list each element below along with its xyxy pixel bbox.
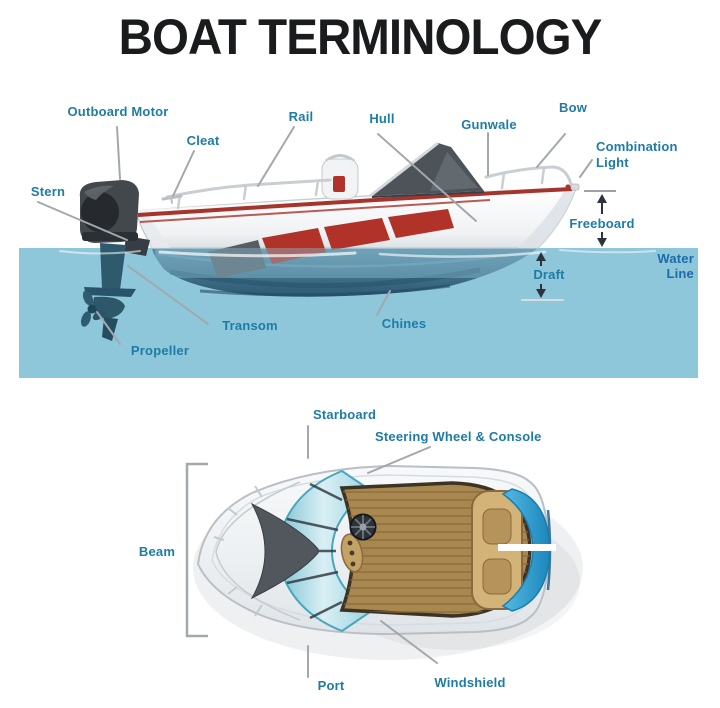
top-view-leader-lines [307,425,438,678]
steering-wheel [349,513,377,541]
leader-steering-wheel [367,446,431,474]
bench-seat [471,490,523,610]
label-gunwale: Gunwale [461,117,517,132]
label-windshield: Windshield [434,675,506,690]
label-stern: Stern [30,184,66,199]
side-view-illustration [19,126,698,378]
combination-light-shape [565,183,580,191]
freeboard-arrow [584,190,616,247]
leader-rail [257,126,295,187]
bow-deck-seams [213,481,301,621]
label-bow: Bow [558,100,588,115]
bow-rail [484,165,573,190]
leader-propeller [96,311,121,345]
label-steering-wheel-console: Steering Wheel & Console [375,429,542,444]
leader-cleat [172,150,195,197]
console-and-gauges [340,533,364,573]
mid-rail [165,178,332,210]
leader-chines [376,290,391,316]
side-view-leader-lines [37,126,593,345]
draft-arrow [521,252,564,301]
stern-cap [498,488,556,612]
seat-post [321,154,359,200]
leader-hull [377,133,477,222]
label-propeller: Propeller [130,343,190,358]
leader-windshield [380,620,438,664]
leader-outboard-motor [116,126,121,180]
label-port: Port [317,678,345,693]
label-water-line: Water Line [657,251,694,281]
label-rail: Rail [288,109,314,124]
hull-accent-panels [155,209,545,278]
label-transom: Transom [222,318,278,333]
label-freeboard: Freeboard [569,216,635,231]
label-combination-light: Combination Light [596,139,678,170]
leader-transom [127,265,209,325]
page-title: BOAT TERMINOLOGY [118,9,603,65]
sheer-stripe [136,186,575,223]
top-view-illustration [185,425,583,678]
label-beam: Beam [138,544,176,559]
windshield-side-view [369,141,485,198]
cleat-shape [161,194,183,204]
hull-above-water [135,187,578,249]
label-outboard-motor: Outboard Motor [67,104,169,119]
leader-stern [37,201,128,241]
label-hull: Hull [369,111,395,126]
label-draft: Draft [533,267,565,282]
label-cleat: Cleat [186,133,220,148]
leader-bow [536,133,566,168]
windshield-dark-frame [250,502,319,600]
label-starboard: Starboard [313,407,377,422]
water-wake-highlights [59,249,656,258]
beam-bracket [185,462,208,638]
leader-combination-light [579,159,593,178]
label-chines: Chines [381,316,427,331]
